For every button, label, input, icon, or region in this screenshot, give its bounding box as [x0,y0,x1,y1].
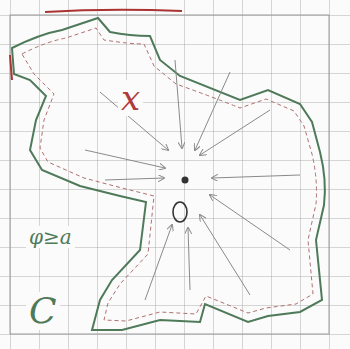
sketch-label: x [118,80,143,116]
sketch-label: C [26,292,60,330]
sketch-label: φ≥a [26,226,75,248]
